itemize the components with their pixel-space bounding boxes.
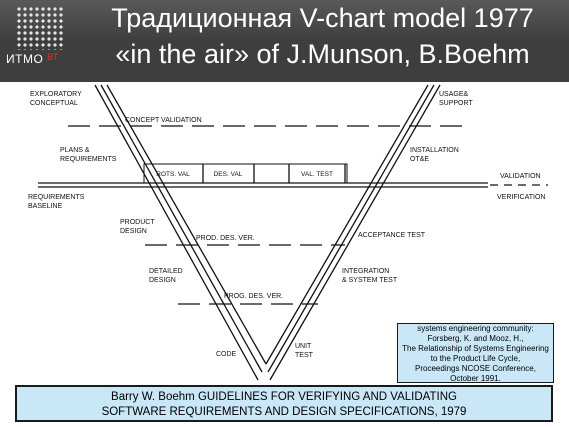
title-bar: ИТМО ВТ Традиционная V-chart model 1977 … — [0, 0, 569, 82]
label-acceptance-test: ACCEPTANCE TEST — [358, 232, 426, 239]
logo-text: ИТМО — [6, 52, 44, 66]
table-cell-des-val: DES. VAL — [214, 171, 243, 178]
label-product: PRODUCT — [120, 219, 155, 226]
label-exploratory: EXPLORATORY — [30, 91, 82, 98]
label-baseline: BASELINE — [28, 203, 63, 210]
label-prog-des-ver: PROG. DES. VER. — [224, 293, 283, 300]
label-integration: INTEGRATION — [342, 268, 389, 275]
label-requirements-baseline: REQUIREMENTS — [28, 194, 85, 201]
logo-suffix: ВТ — [47, 52, 60, 62]
footer-line-1: Barry W. Boehm GUIDELINES FOR VERIFYING … — [111, 391, 457, 403]
label-unit-test: TEST — [295, 352, 314, 359]
label-ote: OT&E — [410, 156, 429, 163]
citation-line: to the Product Life Cycle, — [430, 354, 521, 363]
label-requirements: REQUIREMENTS — [60, 156, 117, 163]
label-verification: VERIFICATION — [497, 194, 545, 201]
label-product-design: DESIGN — [120, 228, 147, 235]
citation-line: systems engineering community: — [417, 324, 534, 333]
table-cell-val-test: VAL. TEST — [301, 171, 333, 178]
reference-footer: Barry W. Boehm GUIDELINES FOR VERIFYING … — [15, 385, 553, 422]
v-right-arm — [269, 84, 441, 381]
label-plans: PLANS & — [60, 147, 90, 154]
label-code: CODE — [216, 351, 237, 358]
citation-line: Forsberg, K. and Mooz, H., — [427, 334, 524, 343]
label-installation: INSTALLATION — [410, 147, 459, 154]
label-support: SUPPORT — [439, 100, 473, 107]
logo-dots-icon — [16, 6, 64, 50]
label-validation: VALIDATION — [500, 173, 541, 180]
label-detailed: DETAILED — [149, 268, 183, 275]
slide-title-line-1: Традиционная V-chart model 1977 — [111, 3, 534, 33]
label-system-test: & SYSTEM TEST — [342, 277, 398, 284]
citation-line: The Relationship of Systems Engineering — [402, 344, 549, 353]
label-usage: USAGE& — [439, 91, 469, 98]
label-prod-des-ver: PROD. DES. VER. — [196, 235, 255, 242]
label-conceptual: CONCEPTUAL — [30, 100, 78, 107]
citation-line: Proceedings NCOSE Conference, — [415, 364, 536, 373]
citation-box: systems engineering community: Forsberg,… — [397, 323, 554, 383]
v-left-arm — [94, 84, 259, 381]
citation-line: October 1991. — [450, 374, 501, 383]
slide-title-line-2: «in the air» of J.Munson, B.Boehm — [115, 39, 530, 69]
label-concept-validation: CONCEPT VALIDATION — [125, 117, 202, 124]
footer-line-2: SOFTWARE REQUIREMENTS AND DESIGN SPECIFI… — [101, 406, 467, 418]
label-detailed-design: DESIGN — [149, 277, 176, 284]
label-unit: UNIT — [295, 343, 312, 350]
itmo-logo: ИТМО ВТ — [6, 4, 68, 76]
table-cell-rots-val: ROTS. VAL — [156, 171, 190, 178]
